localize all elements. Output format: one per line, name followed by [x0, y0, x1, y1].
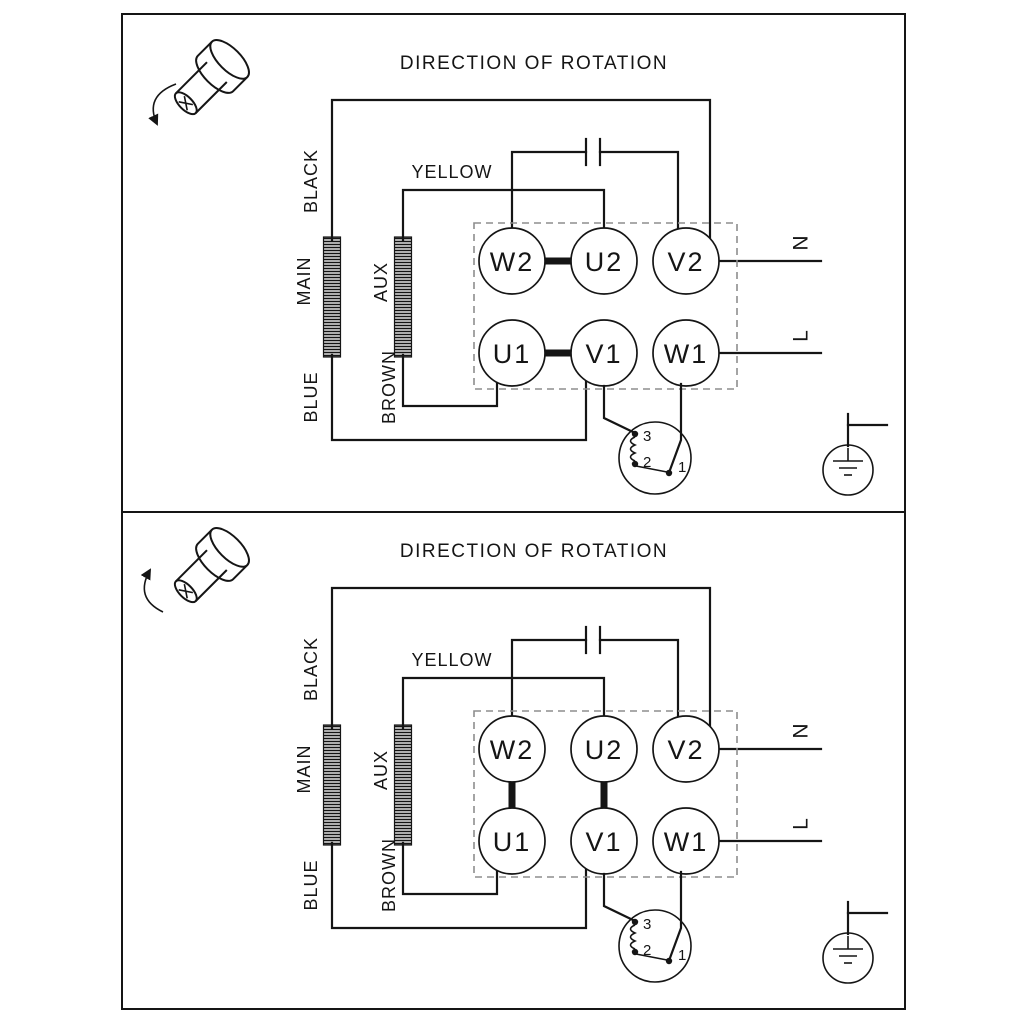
- blue-wire: [330, 841, 588, 930]
- switch-wire-from-w1: [668, 382, 683, 472]
- panel-bottom: DIRECTION OF ROTATION BLACK MAIN BLUE AU…: [140, 520, 889, 984]
- panel-top: DIRECTION OF ROTATION BLACK MAIN BLUE AU…: [148, 32, 889, 496]
- switch-contact-3: 3: [643, 916, 651, 933]
- terminal-v1-label: V1: [585, 339, 622, 369]
- terminal-w2-label: W2: [490, 735, 535, 765]
- terminal-w2-label: W2: [490, 247, 535, 277]
- switch-contact-3: 3: [643, 428, 651, 445]
- switch-outline: [618, 909, 692, 983]
- panel-title: DIRECTION OF ROTATION: [400, 53, 668, 74]
- switch-outline: [618, 421, 692, 495]
- thermal-switch: 3 2 1: [602, 870, 692, 983]
- terminal-v2: [652, 227, 720, 295]
- capacitor-icon: [584, 625, 602, 655]
- ground-symbol: [822, 412, 889, 496]
- terminal-u1-label: U1: [493, 827, 532, 857]
- label-brown: BROWN: [379, 350, 399, 424]
- blue-wire: [330, 353, 588, 442]
- panel-title: DIRECTION OF ROTATION: [400, 541, 668, 562]
- label-n: N: [790, 723, 813, 738]
- label-aux: AUX: [371, 750, 391, 790]
- yellow-wire: [401, 676, 606, 730]
- terminal-u1-label: U1: [493, 339, 532, 369]
- aux-winding-coil: [393, 724, 413, 846]
- terminal-w1: [652, 319, 720, 387]
- terminal-w1-label: W1: [664, 827, 709, 857]
- label-black: BLACK: [301, 149, 321, 213]
- switch-contact-2: 2: [643, 942, 651, 959]
- terminal-board-outline: [473, 710, 738, 878]
- aux-winding-coil: [393, 236, 413, 358]
- label-black: BLACK: [301, 637, 321, 701]
- motor-shaft: [162, 32, 257, 127]
- switch-blade: [635, 465, 668, 473]
- main-winding-coil: [322, 236, 342, 358]
- capacitor-wire-right: [598, 638, 680, 724]
- capacitor-icon: [584, 137, 602, 167]
- brown-wire: [401, 841, 499, 896]
- label-yellow: YELLOW: [411, 650, 492, 670]
- terminal-v1-label: V1: [585, 827, 622, 857]
- main-winding-coil: [322, 724, 342, 846]
- rotation-arrow-icon: [140, 568, 164, 613]
- terminal-u2-label: U2: [585, 247, 624, 277]
- switch-contact-2: 2: [643, 454, 651, 471]
- switch-contact-1: 1: [678, 459, 686, 476]
- label-main: MAIN: [294, 257, 314, 306]
- thermal-switch: 3 2 1: [602, 382, 692, 495]
- label-blue: BLUE: [301, 859, 321, 910]
- motor-icon: [140, 520, 257, 615]
- terminal-board-outline: [473, 222, 738, 390]
- terminal-v2-label: V2: [667, 247, 704, 277]
- terminal-u2-label: U2: [585, 735, 624, 765]
- label-brown: BROWN: [379, 838, 399, 912]
- rotation-arrow-icon: [148, 83, 177, 126]
- label-l: L: [790, 330, 813, 342]
- black-wire: [330, 98, 712, 247]
- black-wire: [330, 586, 712, 735]
- label-blue: BLUE: [301, 371, 321, 422]
- yellow-wire: [401, 188, 606, 242]
- label-aux: AUX: [371, 262, 391, 302]
- capacitor-wire-left: [510, 638, 588, 722]
- capacitor-wire-right: [598, 150, 680, 236]
- switch-wire-from-v1: [602, 384, 635, 434]
- switch-coil: [629, 924, 637, 950]
- terminal-w1: [652, 807, 720, 875]
- motor-icon: [148, 32, 257, 127]
- ground-symbol: [822, 900, 889, 984]
- switch-wire-from-v1: [602, 872, 635, 922]
- switch-coil: [629, 436, 637, 462]
- brown-wire: [401, 353, 499, 408]
- label-yellow: YELLOW: [411, 162, 492, 182]
- label-n: N: [790, 235, 813, 250]
- capacitor-wire-left: [510, 150, 588, 234]
- motor-shaft: [162, 520, 257, 615]
- switch-wire-from-w1: [668, 870, 683, 960]
- label-l: L: [790, 818, 813, 830]
- terminal-v2: [652, 715, 720, 783]
- switch-contact-1: 1: [678, 947, 686, 964]
- terminal-v2-label: V2: [667, 735, 704, 765]
- switch-blade: [635, 953, 668, 961]
- terminal-w1-label: W1: [664, 339, 709, 369]
- label-main: MAIN: [294, 745, 314, 794]
